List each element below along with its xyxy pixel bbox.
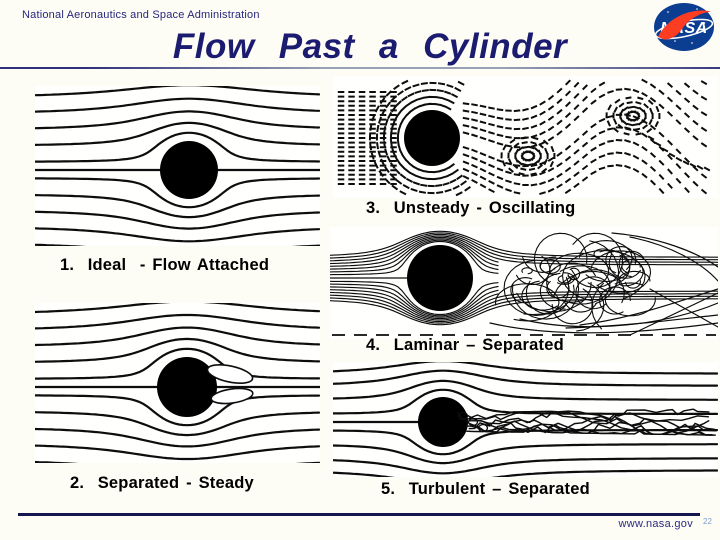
slide-title: Flow Past a Cylinder bbox=[172, 27, 568, 66]
figure-ideal-flow-diagram bbox=[35, 86, 320, 246]
header-rule-line bbox=[0, 67, 720, 69]
figure-turbulent-separated-diagram bbox=[333, 362, 718, 477]
figure-2-caption: 2. Separated - Steady bbox=[70, 474, 254, 492]
figure-1-caption: 1. Ideal - Flow Attached bbox=[60, 256, 270, 274]
figure-3-caption: 3. Unsteady - Oscillating bbox=[366, 199, 576, 217]
page-number: 22 bbox=[703, 517, 712, 526]
nasa-url-text: www.nasa.gov bbox=[618, 518, 693, 530]
figure-laminar-separated-diagram bbox=[330, 227, 718, 339]
figure-separated-steady-diagram bbox=[35, 303, 320, 463]
figure-4-caption: 4. Laminar – Separated bbox=[366, 336, 564, 354]
figure-unsteady-oscillating-diagram bbox=[333, 76, 718, 198]
footer-rule-line bbox=[18, 513, 700, 516]
figure-5-caption: 5. Turbulent – Separated bbox=[381, 480, 590, 498]
nasa-meatball-icon: NASA bbox=[654, 3, 714, 51]
agency-name-text: National Aeronautics and Space Administr… bbox=[22, 9, 260, 21]
